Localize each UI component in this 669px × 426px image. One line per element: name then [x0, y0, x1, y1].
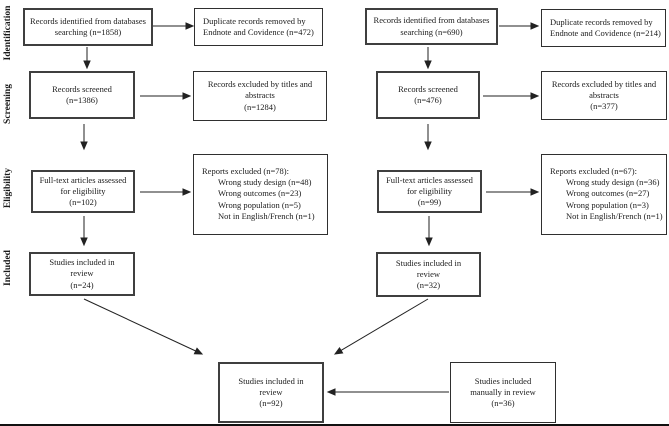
reports-excluded-title: Reports excluded (n=67):	[550, 166, 637, 176]
box-right-duplicates-removed: Duplicate records removed by Endnote and…	[541, 9, 666, 47]
arrow-right-fulltext-to-reports	[486, 188, 540, 196]
box-text: Duplicate records removed by Endnote and…	[550, 16, 661, 38]
box-text: Studies included in review (n=92)	[238, 375, 304, 409]
box-text: Studies included in review (n=32)	[395, 257, 462, 291]
arrow-left-included-to-combined	[83, 298, 204, 355]
box-left-reports-excluded: Reports excluded (n=78): Wrong study des…	[193, 154, 328, 235]
box-right-reports-excluded: Reports excluded (n=67): Wrong study des…	[541, 154, 667, 235]
box-text: Records excluded by titles and abstracts…	[551, 78, 657, 112]
box-left-studies-included: Studies included in review (n=24)	[29, 252, 135, 296]
stage-label-included: Included	[3, 250, 13, 286]
arrow-right-screened-to-excluded	[483, 92, 540, 100]
arrow-left-identified-to-duplicates	[153, 22, 195, 30]
box-right-fulltext-assessed: Full-text articles assessed for eligibil…	[377, 170, 482, 213]
arrow-left-screened-to-excluded	[140, 92, 192, 100]
reports-excluded-reason: Wrong study design (n=48)	[218, 177, 312, 188]
box-right-records-identified: Records identified from databases search…	[365, 8, 498, 45]
box-left-duplicates-removed: Duplicate records removed by Endnote and…	[194, 8, 323, 46]
arrow-left-fulltext-to-included	[80, 216, 88, 247]
arrow-right-identified-to-screened	[424, 47, 432, 70]
box-combined-studies-included: Studies included in review (n=92)	[218, 362, 324, 423]
box-left-records-screened: Records screened (n=1386)	[29, 71, 135, 119]
box-right-records-screened: Records screened (n=476)	[376, 71, 480, 119]
figure-bottom-rule	[0, 424, 669, 426]
box-text: Full-text articles assessed for eligibil…	[39, 174, 127, 208]
reports-excluded-reason: Wrong outcomes (n=27)	[566, 188, 650, 199]
reports-excluded-reason: Wrong study design (n=36)	[566, 177, 660, 188]
box-right-studies-included: Studies included in review (n=32)	[376, 252, 481, 297]
box-text: Records excluded by titles and abstracts…	[207, 79, 313, 112]
stage-label-eligibility: Eligibility	[3, 167, 13, 209]
reports-excluded-title: Reports excluded (n=78):	[202, 166, 289, 176]
box-text: Full-text articles assessed for eligibil…	[386, 174, 473, 208]
box-left-records-identified: Records identified from databases search…	[23, 8, 153, 46]
reports-excluded-reason: Wrong population (n=5)	[218, 199, 301, 210]
arrow-left-identified-to-screened	[83, 47, 91, 70]
box-text: Records screened (n=476)	[398, 83, 458, 105]
box-text: Duplicate records removed by Endnote and…	[203, 15, 314, 37]
arrow-left-fulltext-to-reports	[140, 188, 192, 196]
stage-label-screening: Screening	[3, 84, 13, 124]
arrow-right-included-to-combined	[333, 298, 429, 355]
box-text: Records identified from databases search…	[30, 15, 146, 37]
box-text: Studies included manually in review (n=3…	[470, 375, 536, 409]
reports-excluded-reason: Not in English/French (n=1)	[218, 210, 315, 221]
box-text: Records screened (n=1386)	[52, 83, 112, 105]
box-left-excluded-titles-abstracts: Records excluded by titles and abstracts…	[193, 71, 327, 121]
arrow-right-fulltext-to-included	[425, 216, 433, 247]
box-manual-studies-included: Studies included manually in review (n=3…	[450, 362, 556, 423]
reports-excluded-reason: Wrong population (n=3)	[566, 199, 649, 210]
arrow-right-identified-to-duplicates	[499, 22, 540, 30]
box-right-excluded-titles-abstracts: Records excluded by titles and abstracts…	[541, 71, 667, 120]
arrow-manual-to-combined	[326, 388, 449, 396]
arrow-left-screened-to-fulltext	[80, 124, 88, 151]
box-text: Studies included in review (n=24)	[49, 257, 115, 290]
box-text: Records identified from databases search…	[373, 15, 490, 37]
reports-excluded-reason: Wrong outcomes (n=23)	[218, 188, 302, 199]
arrow-right-screened-to-fulltext	[424, 124, 432, 151]
box-left-fulltext-assessed: Full-text articles assessed for eligibil…	[31, 170, 135, 213]
stage-label-identification: Identification	[3, 5, 13, 61]
reports-excluded-reason: Not in English/French (n=1)	[566, 210, 663, 221]
